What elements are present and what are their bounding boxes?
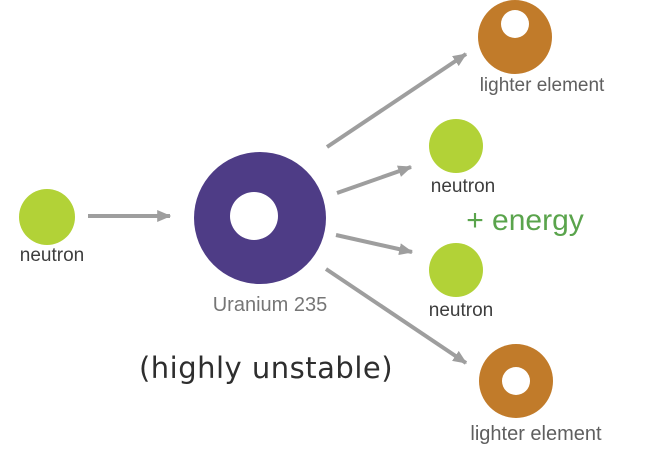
arrow-to-fragment-top xyxy=(325,52,468,149)
fission-fragment-top xyxy=(478,0,552,74)
uranium-nucleus xyxy=(194,152,326,284)
neutron-top-right-label: neutron xyxy=(430,176,496,197)
fragment-top-hole xyxy=(501,10,529,38)
arrow-to-fragment-bottom xyxy=(324,267,468,365)
energy-label: + energy xyxy=(466,204,584,237)
uranium-nucleus-hole xyxy=(230,192,278,240)
unstable-note: (highly unstable) xyxy=(138,351,394,385)
neutron-left-label: neutron xyxy=(19,245,85,266)
neutron-particle-bottom-right xyxy=(429,243,483,297)
fission-fragment-bottom xyxy=(479,344,553,418)
neutron-particle-top-right xyxy=(429,119,483,173)
fragment-top-label: lighter element xyxy=(479,75,605,96)
arrow-to-neutron-bottom xyxy=(335,233,414,256)
fragment-bottom-label: lighter element xyxy=(470,423,602,445)
uranium-label: Uranium 235 xyxy=(212,294,328,316)
neutron-bottom-right-label: neutron xyxy=(428,300,494,321)
neutron-particle-left xyxy=(19,189,75,245)
arrow-to-neutron-top xyxy=(336,165,413,195)
fragment-bottom-hole xyxy=(502,367,530,395)
